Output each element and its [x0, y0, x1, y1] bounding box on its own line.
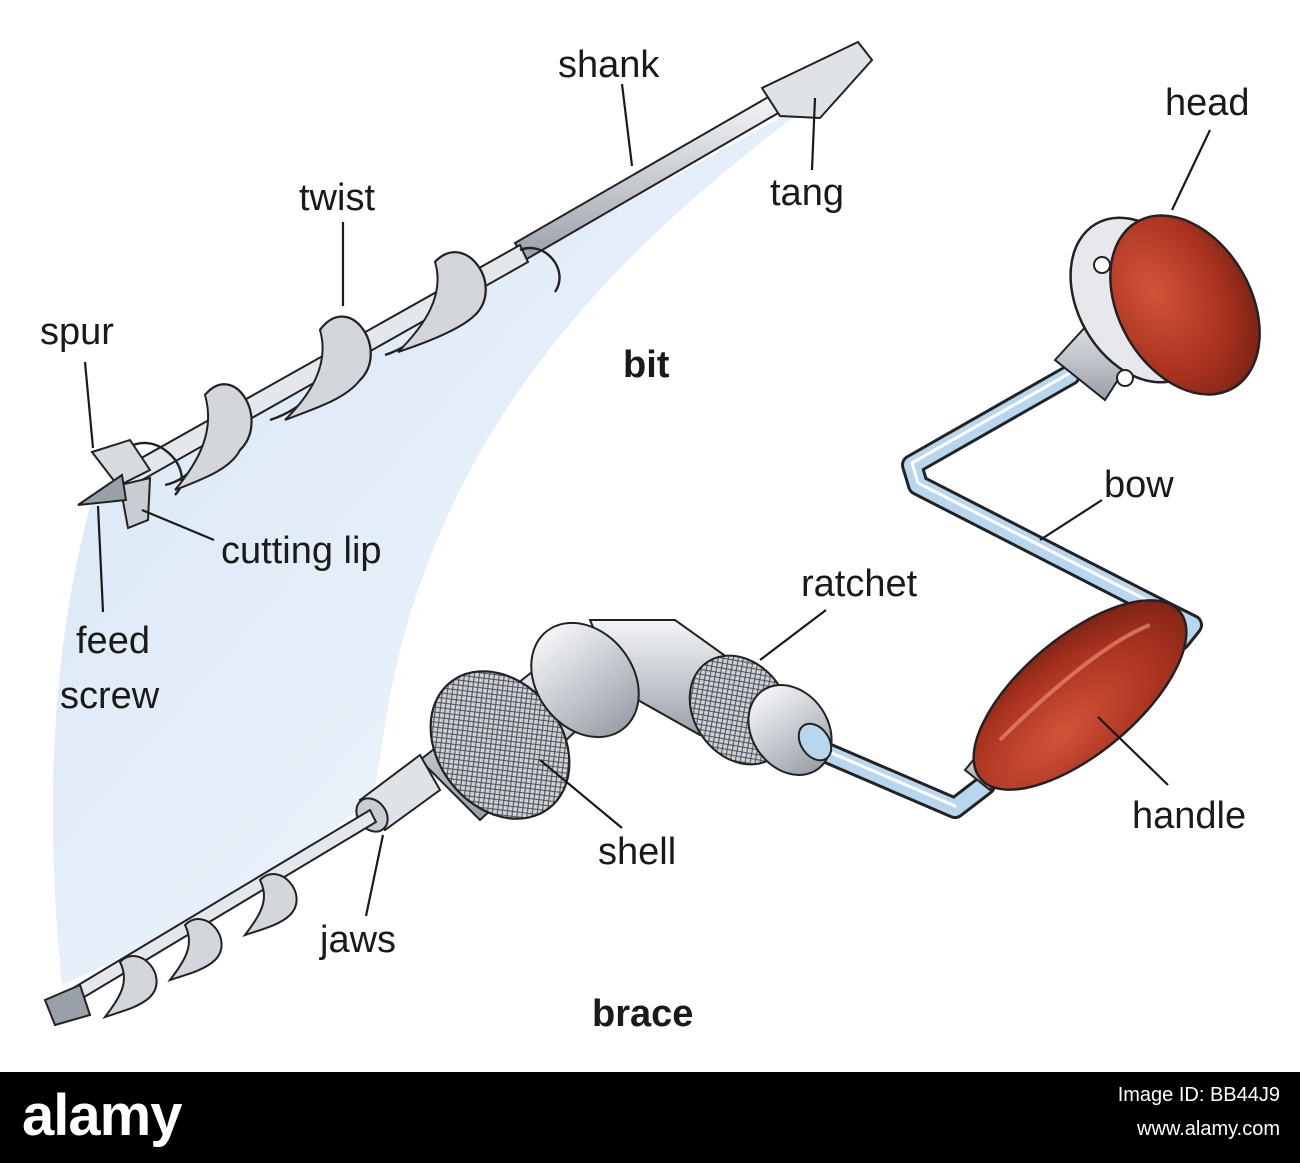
brace-head: [1053, 214, 1261, 402]
leader-shell: [539, 759, 623, 829]
leader-head: [1171, 129, 1211, 211]
leader-jaws: [364, 834, 385, 917]
diagram-canvas: shank tang twist spur cutting lip feed s…: [40, 40, 1261, 1035]
bit-tang: [760, 40, 874, 120]
brace-bit: [43, 808, 378, 1027]
label-feed: feed: [76, 620, 150, 662]
leader-spur: [83, 361, 95, 449]
label-screw: screw: [60, 675, 160, 717]
brace-shell: [418, 621, 640, 822]
label-handle: handle: [1132, 795, 1246, 837]
label-twist: twist: [299, 177, 375, 219]
label-jaws: jaws: [319, 919, 396, 961]
leader-bow: [1039, 499, 1103, 541]
bit-feed-screw: [77, 473, 128, 506]
label-tang: tang: [770, 172, 844, 214]
leader-handle: [1097, 716, 1169, 786]
brace-handle: [963, 599, 1188, 792]
label-spur: spur: [40, 311, 114, 353]
brace: [43, 214, 1261, 1027]
leader-shank: [620, 83, 634, 167]
title-bit: bit: [623, 344, 670, 386]
footer-bar: alamy Image ID: BB44J9 www.alamy.com: [0, 1072, 1300, 1163]
label-ratchet: ratchet: [801, 563, 918, 605]
leader-cutting-lip: [141, 508, 215, 542]
label-shank: shank: [558, 44, 660, 86]
label-shell: shell: [598, 831, 676, 873]
bit-cutting-lip: [118, 476, 152, 530]
brace-ratchet: [588, 619, 833, 776]
labels: shank tang twist spur cutting lip feed s…: [40, 44, 1250, 1035]
leader-feed-screw: [96, 505, 105, 613]
image-id-text: Image ID: BB44J9: [1117, 1084, 1280, 1106]
bit-projection-fan: [52, 90, 830, 985]
leader-tang: [810, 97, 817, 171]
label-head: head: [1165, 82, 1250, 124]
leader-lines: [83, 83, 1211, 917]
bit: [77, 40, 874, 530]
label-cutting-lip: cutting lip: [221, 530, 382, 572]
title-brace: brace: [592, 993, 693, 1035]
bit-spur: [90, 438, 152, 488]
leader-ratchet: [759, 609, 827, 661]
site-url-text: www.alamy.com: [1137, 1118, 1280, 1140]
brand-logo: alamy: [22, 1083, 182, 1148]
label-bow: bow: [1104, 464, 1174, 506]
